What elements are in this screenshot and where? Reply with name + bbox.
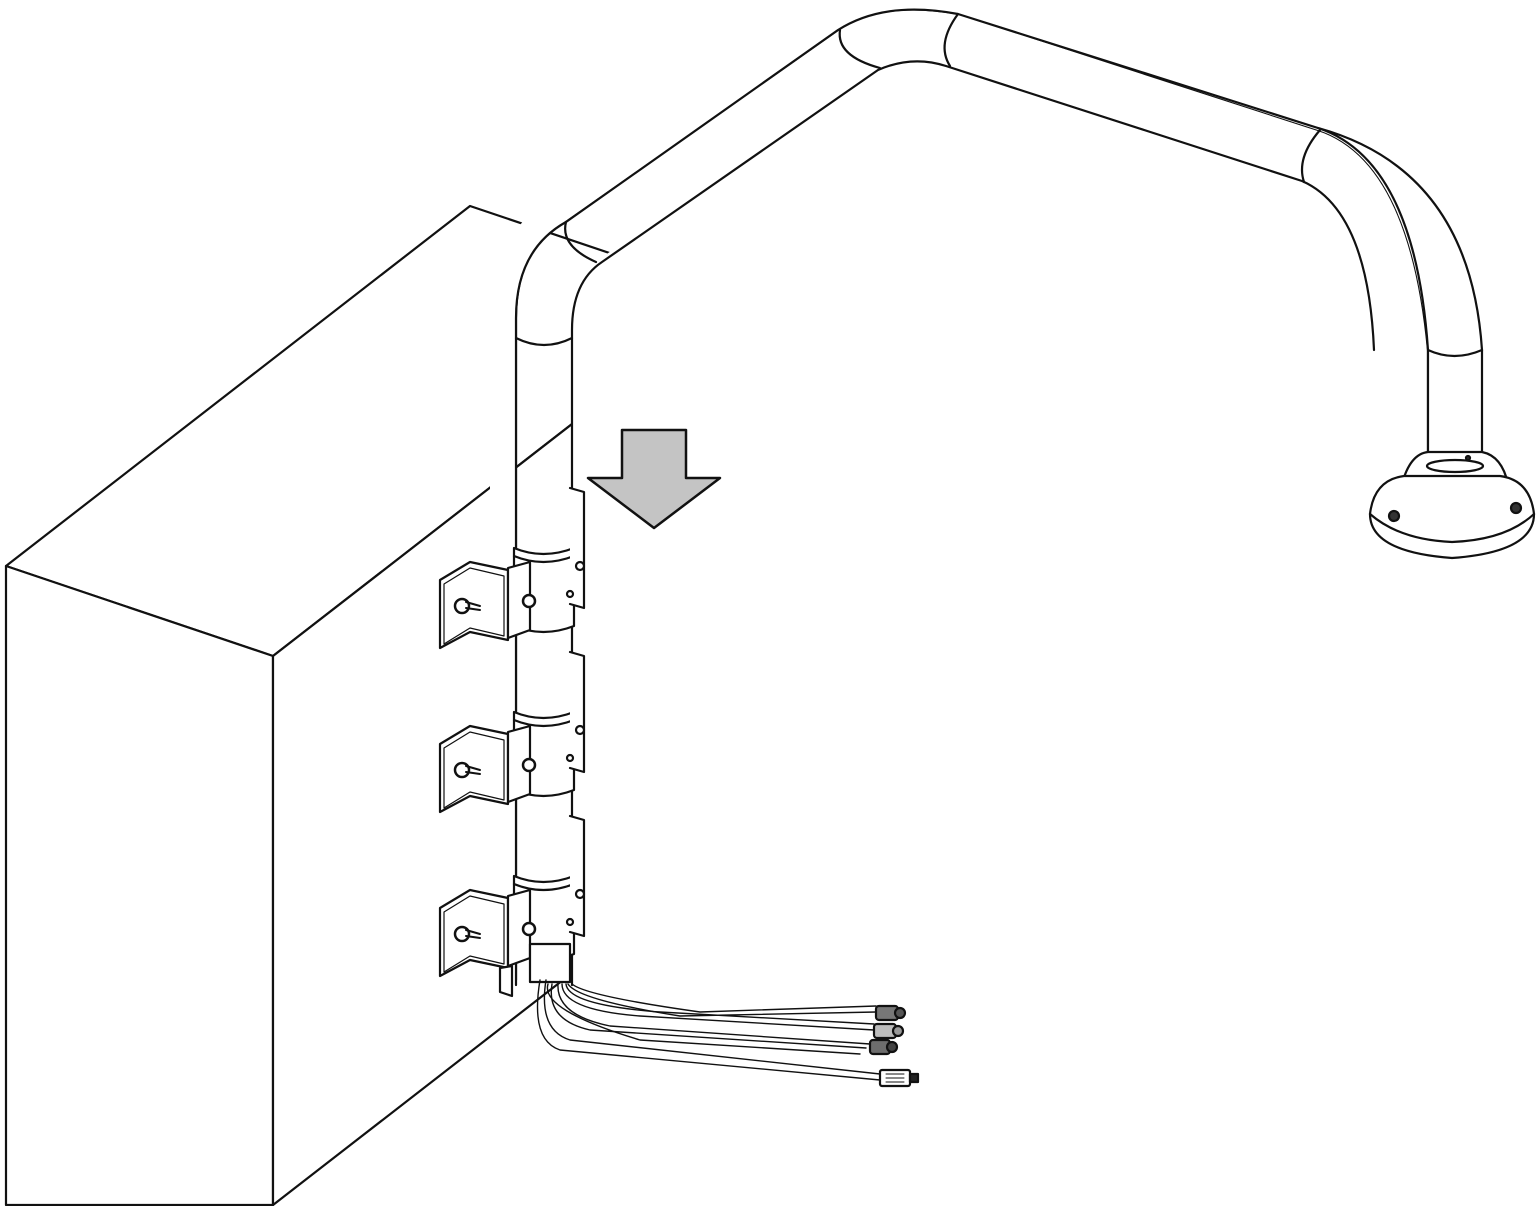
clamp-band-edge bbox=[512, 718, 576, 728]
base-screw-top bbox=[1464, 454, 1472, 462]
clamp-brackets bbox=[438, 486, 586, 978]
arm-joint-5 bbox=[1300, 128, 1322, 184]
clamp-bolt-icon bbox=[521, 921, 537, 937]
clamp-bolt-icon bbox=[521, 757, 537, 773]
clamp-bolt-icon bbox=[521, 593, 537, 609]
wall-bolt-icon bbox=[453, 761, 471, 779]
connector-3 bbox=[868, 1038, 899, 1056]
clamp-nut-icon bbox=[574, 560, 586, 572]
base-mount-flange bbox=[1368, 474, 1536, 560]
bolt-thread bbox=[465, 929, 481, 939]
clamp-face bbox=[506, 560, 532, 640]
cable-2 bbox=[543, 979, 881, 1075]
cable-5 bbox=[561, 983, 875, 1031]
clamp-nut-icon bbox=[565, 753, 575, 763]
bolt-thread bbox=[465, 765, 481, 775]
connector-rj45 bbox=[878, 1068, 920, 1088]
connector-2 bbox=[872, 1022, 905, 1040]
clamp-rear-tab bbox=[568, 814, 586, 938]
cable-9 bbox=[546, 983, 861, 1055]
arm-joint-3 bbox=[838, 28, 882, 70]
clamp-nut-icon bbox=[574, 724, 586, 736]
clamp-nut-icon bbox=[565, 589, 575, 599]
bolt-thread bbox=[465, 601, 481, 611]
clamp-rear-tab bbox=[568, 650, 586, 774]
down-arrow-icon bbox=[586, 428, 722, 530]
cable-3 bbox=[550, 983, 867, 1049]
angle-plate-inner bbox=[443, 895, 505, 973]
arm-edge-a bbox=[514, 8, 1430, 987]
wall-bolt-icon bbox=[453, 597, 471, 615]
arm-joint-6 bbox=[1426, 348, 1484, 358]
clamp-band-edge bbox=[512, 882, 576, 892]
clamp-face bbox=[506, 724, 532, 804]
clamp-bracket-3 bbox=[438, 814, 586, 978]
wall-bolt-icon bbox=[453, 925, 471, 943]
arm-joint-1 bbox=[514, 336, 574, 347]
cable-1 bbox=[536, 979, 881, 1081]
arm-joint-2 bbox=[564, 220, 598, 264]
angle-plate-inner bbox=[443, 567, 505, 645]
cable-bundle bbox=[536, 979, 881, 1081]
base-mount-collar-ring bbox=[1425, 458, 1485, 474]
cable-connectors bbox=[868, 1004, 920, 1088]
clamp-bracket-2 bbox=[438, 650, 586, 814]
cable-4 bbox=[557, 983, 871, 1045]
base-screw-left bbox=[1387, 509, 1401, 523]
arm-outer-curve-right bbox=[1316, 126, 1484, 352]
cable-7 bbox=[567, 983, 877, 1017]
clamp-nut-icon bbox=[574, 888, 586, 900]
cable-6 bbox=[565, 983, 875, 1025]
clamp-bracket-1 bbox=[438, 486, 586, 650]
clamp-rear-tab bbox=[568, 486, 586, 610]
wall-box-front-face bbox=[4, 564, 275, 1206]
pole-bottom-cap bbox=[498, 942, 572, 998]
arm-inner-line bbox=[570, 60, 1376, 987]
clamp-nut-icon bbox=[565, 917, 575, 927]
mounting-arm bbox=[490, 0, 1484, 987]
angle-plate-inner bbox=[443, 731, 505, 809]
arm-joint-4 bbox=[943, 12, 960, 68]
connector-1 bbox=[874, 1004, 907, 1022]
arm-inner-edge bbox=[572, 60, 1372, 980]
base-screw-right bbox=[1509, 501, 1523, 515]
base-mount bbox=[1368, 450, 1536, 560]
clamp-band-edge bbox=[512, 554, 576, 564]
base-mount-flange-rim bbox=[1368, 512, 1536, 544]
cable-8 bbox=[571, 983, 877, 1013]
